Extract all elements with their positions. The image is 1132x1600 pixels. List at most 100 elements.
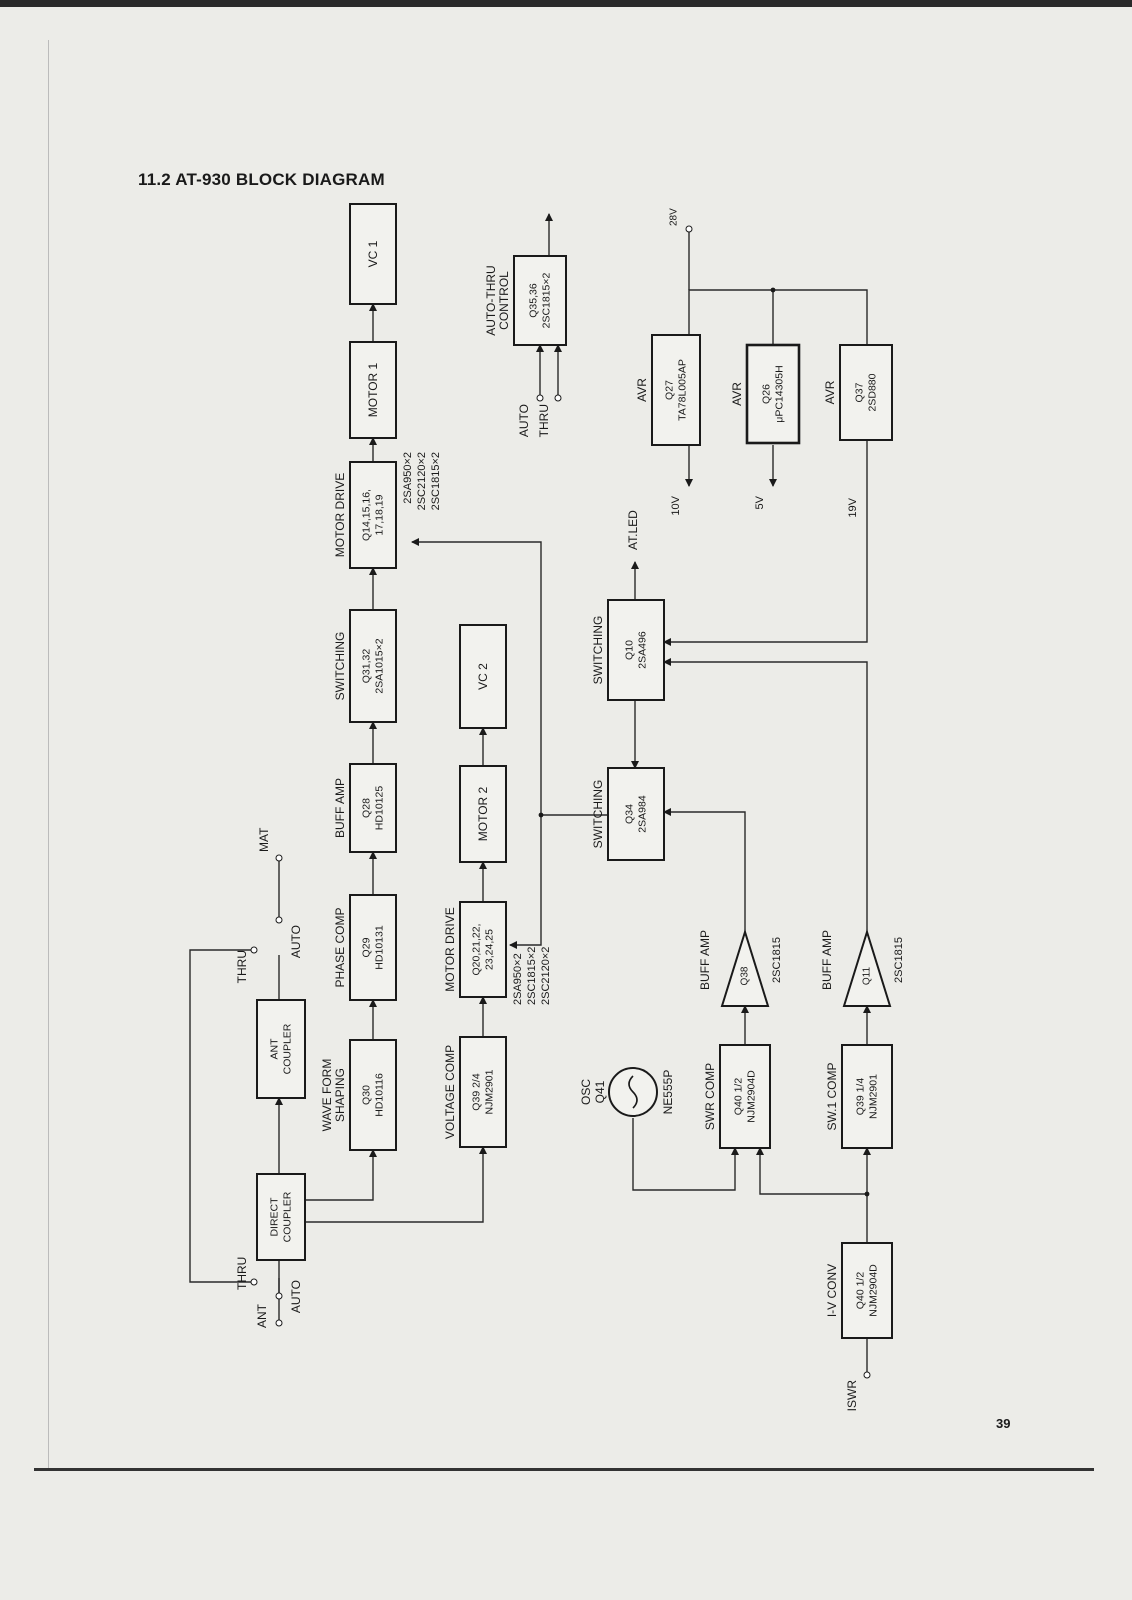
terminal-label-auto-left: AUTO [289,1280,303,1313]
block-label-avr_q26: AVR [730,382,744,406]
block-vc-2 [459,624,507,729]
block-text-direct_coupler: COUPLER [282,1191,294,1242]
block-swr-comp-q40 [719,1044,771,1149]
terminal-label-thru-left: THRU [235,1257,249,1290]
wire-19v-q10 [663,440,868,646]
block-motor-drive-1 [349,461,397,569]
sine-icon [628,1075,638,1109]
block-switching-q34 [607,767,665,861]
block-text-swr_comp_q40: Q40 1/2 [733,1078,745,1116]
block-text-vc_2: VC 2 [476,663,490,690]
terminal-label-19v: 19V [847,497,859,517]
terminal-28v [685,225,693,233]
page-heading: 11.2 AT-930 BLOCK DIAGRAM [138,170,385,189]
block-text-switching_q10: 2SA496 [637,631,649,669]
block-label-switching_q10: SWITCHING [591,616,605,685]
block-text-swr_comp_q39: NJM2901 [868,1074,880,1119]
wire-osc [632,1118,739,1191]
blocks [256,203,893,1339]
wire-28v-bus [688,289,868,345]
block-text-wave_form: HD10116 [374,1073,386,1117]
block-swr-comp-q39 [841,1044,893,1149]
terminal-thru-left [250,1278,258,1286]
buffer-text-buff_q11: Q11 [862,966,873,985]
wire-buff38-q34 [663,808,746,932]
block-avr-q27 [651,334,701,446]
block-label-swr_comp_q39: SW.1 COMP [825,1062,839,1130]
block-auto-thru [513,255,567,346]
block-voltage-comp [459,1036,507,1148]
osc-part: NE555P [661,1070,675,1115]
block-text-motor_drive_1: Q14,15,16, [361,489,373,541]
block-buff-amp-q28 [349,763,397,853]
block-avr-q37 [839,344,893,441]
terminal-ant [275,1319,283,1327]
terminal-label-auto-right: AUTO [289,925,303,958]
terminal-thru-in [554,394,562,402]
block-motor-drive-2 [459,901,507,998]
partlist-md1: 2SA950×2 [402,452,414,504]
block-text-ant_coupler: ANT [269,1038,281,1060]
buffer-part-buff_q38: 2SC1815 [771,937,783,983]
junction-q34-bus [538,812,544,818]
terminal-label-auto-in: AUTO [517,404,531,437]
block-text-auto_thru: Q35,36 [528,283,540,318]
block-text-switching_q10: Q10 [624,640,636,660]
block-text-avr_q27: Q27 [664,380,676,400]
block-text-avr_q37: 2SD880 [867,373,879,411]
block-avr-q26 [745,343,801,445]
osc-label: OSC [579,1079,593,1105]
partlist-md1: 2SC2120×2 [416,452,428,510]
terminal-label-28v: 28V [669,208,680,226]
terminal-auto-left [275,1292,283,1300]
buffer-q11 [842,928,892,1007]
terminal-auto-in [536,394,544,402]
connection-wires [189,213,871,1372]
block-vc-1 [349,203,397,305]
block-phase-comp [349,894,397,1001]
buffer-part-buff_q11: 2SC1815 [893,937,905,983]
block-text-motor_1: MOTOR 1 [366,362,380,417]
block-label-phase_comp: PHASE COMP [333,907,347,987]
block-text-vc_1: VC 1 [366,240,380,267]
block-label-auto_thru: CONTROL [497,271,511,330]
block-text-swr_comp_q40: NJM2904D [746,1070,758,1123]
block-label-switching_q31: SWITCHING [333,632,347,701]
block-text-iv_conv: NJM2904D [868,1264,880,1317]
block-iv-conv [841,1242,893,1339]
block-text-phase_comp: HD10131 [374,925,386,970]
block-direct-coupler [256,1173,306,1261]
wire-q34-md1 [411,538,608,816]
block-text-switching_q34: Q34 [624,804,636,824]
block-text-voltage_comp: Q39 2/4 [471,1073,483,1111]
buffer-text-buff_q38: Q38 [740,966,751,985]
block-label-motor_drive_1: MOTOR DRIVE [333,473,347,557]
terminal-label-ant: ANT [255,1303,269,1328]
block-text-motor_drive_1: 17,18,19 [374,494,386,535]
block-motor-1 [349,341,397,439]
block-text-swr_comp_q39: Q39 1/4 [855,1078,867,1116]
wire-q34-md2 [509,815,542,949]
terminal-label-10v: 10V [670,495,682,515]
block-text-auto_thru: 2SC1815×2 [541,272,553,328]
wire-dc-to-waveform [305,1149,377,1201]
block-text-avr_q26: Q26 [761,384,773,404]
block-text-motor_drive_2: 23,24,25 [484,929,496,970]
block-ant-coupler [256,999,306,1099]
partlist-md1: 2SC1815×2 [430,452,442,510]
block-label-voltage_comp: VOLTAGE COMP [443,1045,457,1139]
terminals [250,225,871,1379]
junction-iswr [864,1191,870,1197]
block-label-avr_q37: AVR [823,380,837,404]
terminal-auto-right [275,916,283,924]
block-label-swr_comp_q40: SWR COMP [703,1063,717,1130]
block-text-switching_q31: 2SA1015×2 [374,638,386,693]
partlist-md2: 2SC2120×2 [540,947,552,1005]
block-label-switching_q34: SWITCHING [591,780,605,849]
partlist-md2: 2SC1815×2 [526,947,538,1005]
block-label-wave_form: WAVE FORM [320,1059,334,1132]
wire-dc-to-vcomp [305,1146,487,1223]
scan-top-edge [0,0,1132,7]
block-text-wave_form: Q30 [361,1085,373,1105]
